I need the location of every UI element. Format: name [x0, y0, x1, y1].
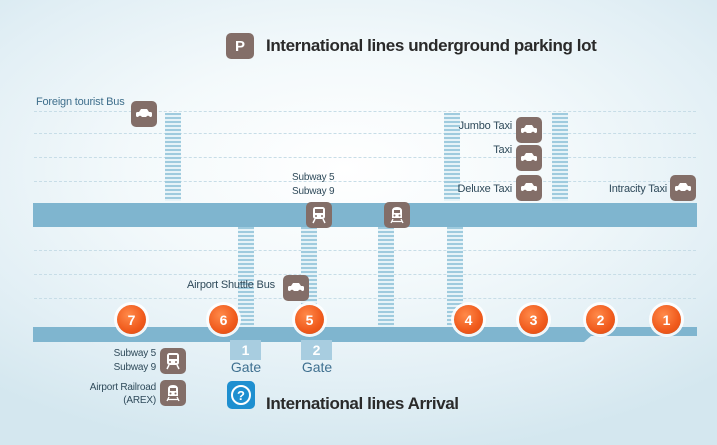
exit-1-marker: 1: [652, 305, 681, 334]
intracity-taxi-label: Intracity Taxi: [608, 183, 667, 195]
gate-2-label: Gate: [301, 359, 333, 375]
deluxe-taxi-label: Deluxe Taxi: [457, 183, 513, 195]
page-title: International lines underground parking …: [266, 36, 597, 55]
gate-1-label: Gate: [230, 359, 262, 375]
gate-2-number: 2: [301, 340, 332, 360]
arrival-title: International lines Arrival: [266, 394, 459, 413]
crosswalk: [447, 227, 463, 327]
gate-1-number: 1: [230, 340, 261, 360]
airport-shuttle-bus-label: Airport Shuttle Bus: [187, 279, 275, 291]
subway-icon: [160, 348, 186, 374]
lane-line: [34, 157, 696, 158]
crosswalk: [301, 227, 317, 327]
exit-4-marker: 4: [454, 305, 483, 334]
lane-line: [34, 274, 696, 275]
taxi-label: Taxi: [493, 144, 512, 156]
lane-line: [34, 298, 696, 299]
airport-railroad-label: Airport Railroad: [89, 382, 156, 393]
crosswalk: [552, 113, 568, 201]
crosswalk: [238, 227, 254, 327]
subway-5-label: Subway 5: [292, 172, 335, 183]
lane-line: [34, 133, 696, 134]
car-icon: [516, 175, 542, 201]
subway-9-label: Subway 9: [292, 186, 335, 197]
exit-6-marker: 6: [209, 305, 238, 334]
exit-7-marker: 7: [117, 305, 146, 334]
car-icon: [131, 101, 157, 127]
foreign-tourist-bus-label: Foreign tourist Bus: [36, 96, 125, 108]
crosswalk: [378, 227, 394, 327]
car-icon: [670, 175, 696, 201]
upper-road: [33, 203, 697, 227]
lane-line: [34, 181, 696, 182]
railroad-icon: [384, 202, 410, 228]
parking-icon: P: [226, 33, 254, 59]
subway-5-label: Subway 5: [113, 348, 157, 359]
lane-line: [34, 111, 696, 112]
subway-icon: [306, 202, 332, 228]
arex-label: (AREX): [123, 395, 156, 406]
car-icon: [516, 117, 542, 143]
exit-5-marker: 5: [295, 305, 324, 334]
help-icon: ?: [227, 381, 255, 409]
jumbo-taxi-label: Jumbo Taxi: [458, 120, 513, 132]
exit-2-marker: 2: [586, 305, 615, 334]
railroad-icon: [160, 380, 186, 406]
lane-line: [34, 250, 696, 251]
exit-3-marker: 3: [519, 305, 548, 334]
crosswalk: [165, 113, 181, 201]
car-icon: [283, 275, 309, 301]
subway-9-label: Subway 9: [113, 362, 157, 373]
car-icon: [516, 145, 542, 171]
crosswalk: [444, 113, 460, 201]
